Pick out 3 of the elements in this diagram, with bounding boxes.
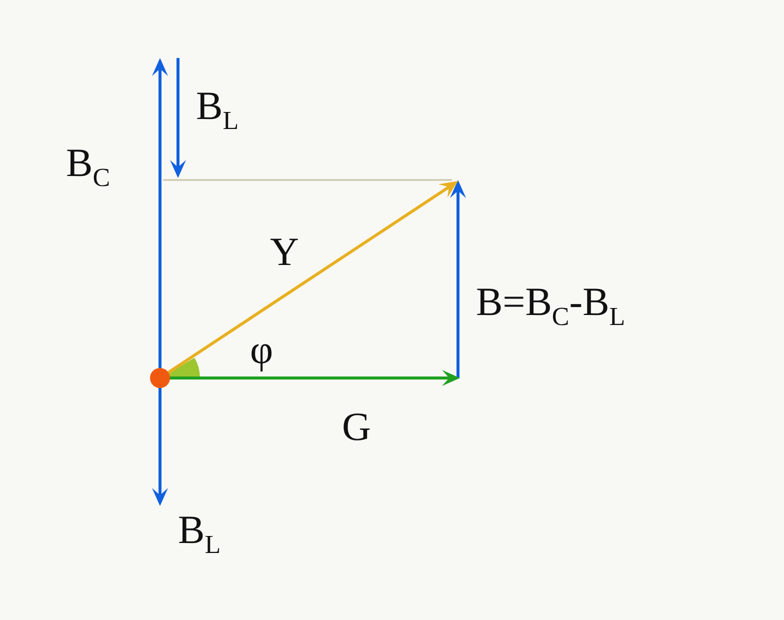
vector-label: Y <box>270 232 299 272</box>
vector-label: φ <box>250 330 274 370</box>
vector-label: G <box>342 407 371 447</box>
